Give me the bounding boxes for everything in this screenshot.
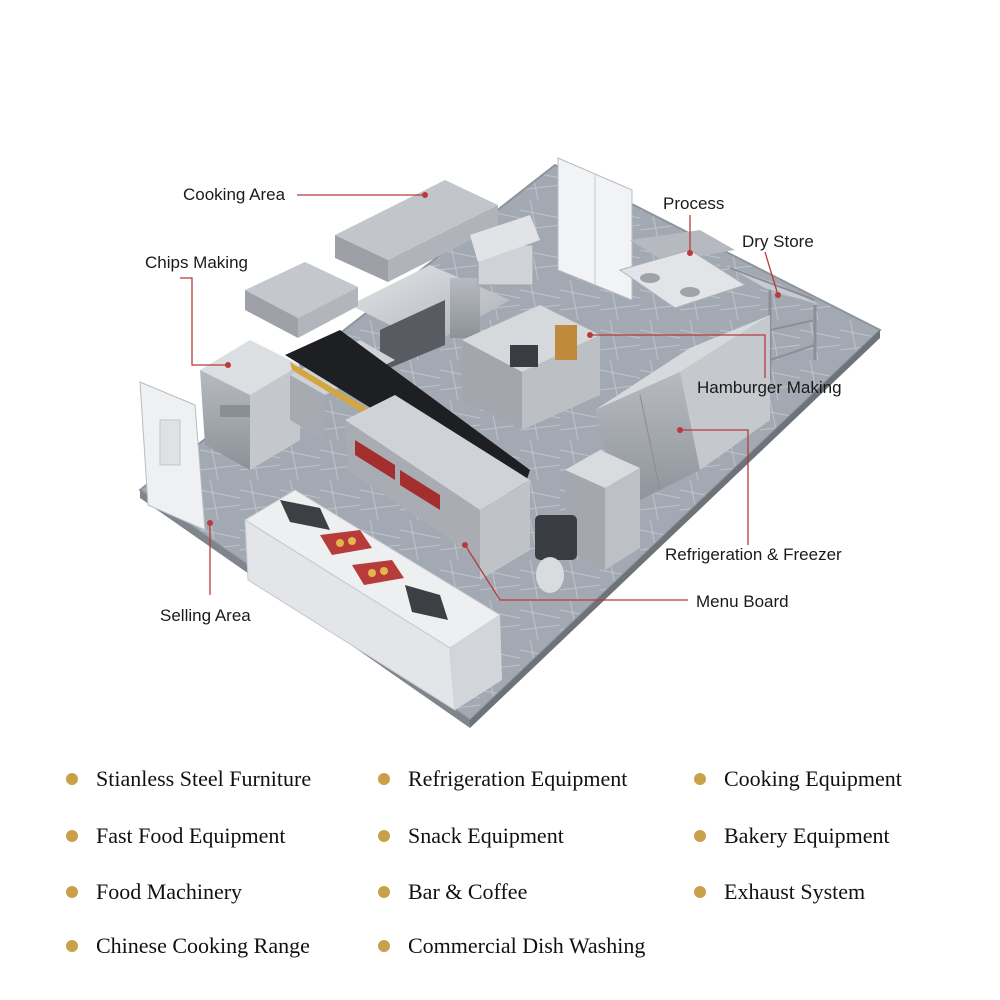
bullet-dot-icon <box>694 773 706 785</box>
equipment-legend: Stianless Steel Furniture Refrigeration … <box>0 750 1000 990</box>
leader-refrigeration <box>680 429 749 545</box>
bullet-dot-icon <box>66 773 78 785</box>
cooking-line <box>350 215 540 372</box>
chips-making-hood <box>245 262 358 338</box>
legend-item: Chinese Cooking Range <box>66 931 310 961</box>
leader-lines <box>180 194 779 601</box>
bullet-dot-icon <box>378 830 390 842</box>
leader-dots <box>207 192 781 548</box>
front-food-counter <box>345 395 530 580</box>
legend-item: Cooking Equipment <box>694 764 902 794</box>
label-selling-area: Selling Area <box>160 606 251 625</box>
leader-chips-making <box>180 277 228 366</box>
legend-item: Refrigeration Equipment <box>378 764 627 794</box>
label-dry-store: Dry Store <box>742 232 814 251</box>
back-door <box>557 157 633 301</box>
legend-item: Exhaust System <box>694 877 865 907</box>
bullet-dot-icon <box>378 940 390 952</box>
coffee-machine <box>535 515 577 593</box>
leader-dry-store <box>764 251 779 296</box>
floor-edge-right <box>470 330 880 728</box>
legend-item: Bakery Equipment <box>694 821 890 851</box>
bullet-dot-icon <box>66 940 78 952</box>
legend-item: Food Machinery <box>66 877 242 907</box>
bullet-dot-icon <box>694 830 706 842</box>
legend-item: Bar & Coffee <box>378 877 527 907</box>
legend-item: Fast Food Equipment <box>66 821 285 851</box>
label-chips-making: Chips Making <box>145 253 248 272</box>
leader-hamburger <box>590 334 766 378</box>
process-table <box>618 230 747 309</box>
leader-menu-board <box>464 544 688 601</box>
bullet-dot-icon <box>378 773 390 785</box>
label-process: Process <box>663 194 725 213</box>
label-refrigeration-freezer: Refrigeration & Freezer <box>665 545 842 564</box>
label-hamburger-making: Hamburger Making <box>697 378 842 397</box>
left-door <box>139 381 206 531</box>
bullet-dot-icon <box>66 830 78 842</box>
legend-item: Snack Equipment <box>378 821 564 851</box>
cooking-area-hood <box>335 180 498 282</box>
label-cooking-area: Cooking Area <box>183 185 286 204</box>
selling-counter <box>244 489 502 711</box>
bullet-dot-icon <box>694 886 706 898</box>
hamburger-making-station <box>462 305 600 430</box>
label-menu-board: Menu Board <box>696 592 789 611</box>
kitchen-layout-illustration <box>138 157 882 728</box>
bullet-dot-icon <box>378 886 390 898</box>
legend-item: Stianless Steel Furniture <box>66 764 311 794</box>
legend-item: Commercial Dish Washing <box>378 931 645 961</box>
bullet-dot-icon <box>66 886 78 898</box>
